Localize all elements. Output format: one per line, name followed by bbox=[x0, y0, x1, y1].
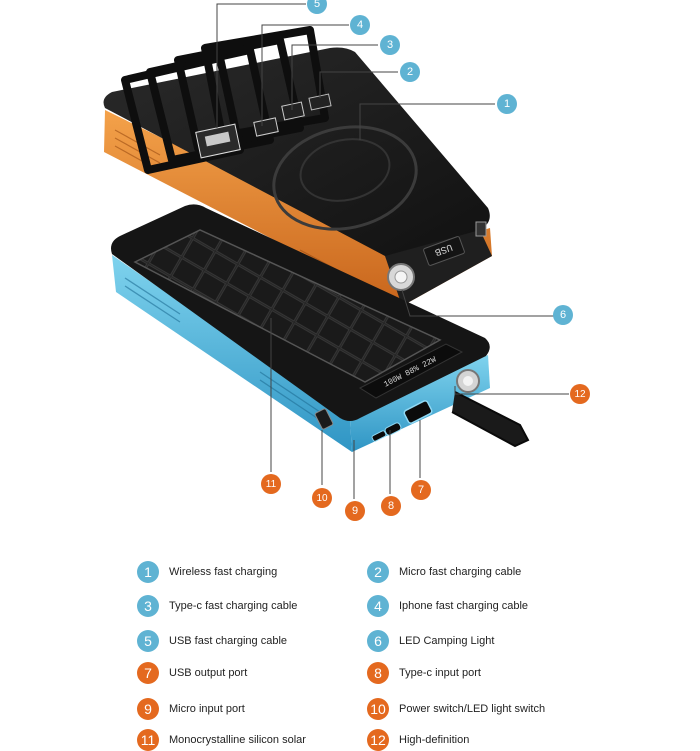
callout-12: 12 bbox=[570, 384, 590, 404]
legend-label: USB output port bbox=[169, 667, 248, 679]
legend-item-3: 3 Type-c fast charging cable bbox=[137, 595, 297, 617]
extended-cable bbox=[451, 391, 530, 448]
callout-4: 4 bbox=[350, 15, 370, 35]
callout-3: 3 bbox=[380, 35, 400, 55]
legend-item-1: 1 Wireless fast charging bbox=[137, 561, 277, 583]
legend-item-7: 7 USB output port bbox=[137, 662, 247, 684]
usb-output-port bbox=[403, 400, 433, 424]
legend-badge: 11 bbox=[137, 729, 159, 751]
legend-label: LED Camping Light bbox=[399, 635, 495, 647]
legend-label: Iphone fast charging cable bbox=[399, 600, 529, 612]
iphone-connector bbox=[253, 117, 279, 137]
callout-11: 11 bbox=[261, 474, 281, 494]
callout-leaders bbox=[216, 3, 569, 499]
callout-10: 10 bbox=[312, 488, 332, 508]
callout-9: 9 bbox=[345, 501, 365, 521]
legend-label: Micro input port bbox=[169, 703, 245, 715]
callout-2: 2 bbox=[400, 62, 420, 82]
legend-item-10: 10 Power switch/LED light switch bbox=[367, 698, 545, 720]
legend-badge: 5 bbox=[137, 630, 159, 652]
type-c-input-port bbox=[384, 422, 402, 436]
legend-badge: 8 bbox=[367, 662, 389, 684]
legend-item-9: 9 Micro input port bbox=[137, 698, 245, 720]
upper-top-face bbox=[103, 47, 490, 260]
legend-label: High-definition bbox=[399, 734, 470, 746]
power-bank-product-illustration: USB 100W 88% 22W bbox=[103, 3, 569, 499]
legend-item-4: 4 Iphone fast charging cable bbox=[367, 595, 528, 617]
power-switch bbox=[314, 408, 334, 430]
lower-display bbox=[358, 343, 464, 399]
lower-power-bank: 100W 88% 22W bbox=[111, 204, 530, 452]
legend-badge: 3 bbox=[137, 595, 159, 617]
legend-badge: 6 bbox=[367, 630, 389, 652]
legend-label: Wireless fast charging bbox=[169, 566, 278, 578]
upper-usb-display bbox=[423, 236, 465, 266]
legend-badge: 4 bbox=[367, 595, 389, 617]
wireless-charging-pad bbox=[272, 125, 418, 231]
blue-shell bbox=[112, 255, 352, 452]
legend-badge: 2 bbox=[367, 561, 389, 583]
micro-connector bbox=[308, 93, 332, 111]
callout-1: 1 bbox=[497, 94, 517, 114]
legend-badge: 9 bbox=[137, 698, 159, 720]
legend-label: Power switch/LED light switch bbox=[399, 703, 546, 715]
legend-badge: 7 bbox=[137, 662, 159, 684]
legend-badge: 12 bbox=[367, 729, 389, 751]
legend-item-5: 5 USB fast charging cable bbox=[137, 630, 287, 652]
callout-7: 7 bbox=[411, 480, 431, 500]
callout-5: 5 bbox=[307, 0, 327, 14]
legend-item-11: 11 Monocrystalline silicon solar bbox=[137, 729, 306, 751]
legend-label: Type-c input port bbox=[399, 667, 481, 679]
callout-6: 6 bbox=[553, 305, 573, 325]
legend-label: Monocrystalline silicon solar bbox=[169, 734, 306, 746]
feature-legend: 1 Wireless fast charging 2 Micro fast ch… bbox=[0, 555, 700, 751]
legend-badge: 10 bbox=[367, 698, 389, 720]
legend-item-2: 2 Micro fast charging cable bbox=[367, 561, 521, 583]
legend-badge: 1 bbox=[137, 561, 159, 583]
legend-label: USB fast charging cable bbox=[169, 635, 288, 647]
legend-item-6: 6 LED Camping Light bbox=[367, 630, 494, 652]
legend-item-12: 12 High-definition bbox=[367, 729, 469, 751]
solar-panel bbox=[133, 229, 442, 383]
legend-item-8: 8 Type-c input port bbox=[367, 662, 481, 684]
legend-label: Micro fast charging cable bbox=[399, 566, 522, 578]
callout-8: 8 bbox=[381, 496, 401, 516]
micro-input-port bbox=[371, 430, 387, 442]
legend-label: Type-c fast charging cable bbox=[169, 600, 298, 612]
